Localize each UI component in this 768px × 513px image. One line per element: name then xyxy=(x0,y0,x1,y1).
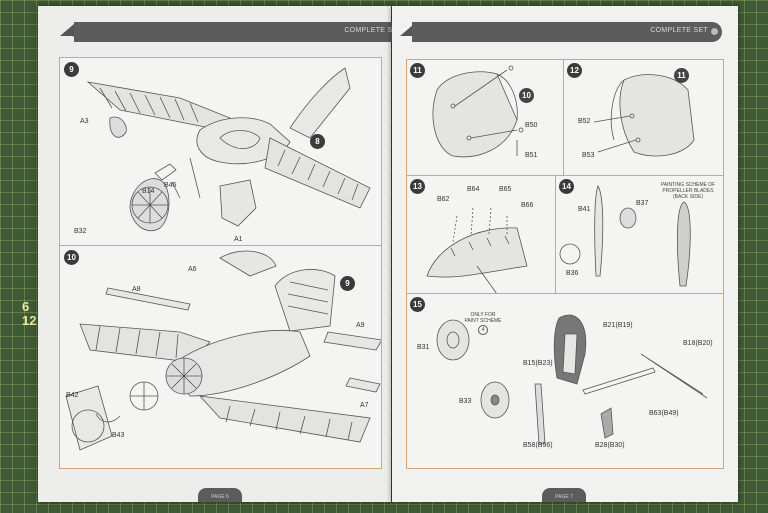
part-label-b41: B41 xyxy=(578,206,591,213)
part-label-b53: B53 xyxy=(582,152,595,159)
step-11-drawing xyxy=(432,65,524,158)
mat-ruler-marks: 6 12 xyxy=(22,300,36,328)
sub-step-10: 10 xyxy=(519,88,534,103)
paint-scheme-number-badge: 4 xyxy=(478,325,488,335)
step-13-drawing xyxy=(426,207,528,294)
step-number-11: 11 xyxy=(410,63,425,78)
step-number-9: 9 xyxy=(64,62,79,77)
part-label-b62: B62 xyxy=(437,196,450,203)
instruction-page-left: COMPLETE SET 9 8 A3 xyxy=(38,6,416,502)
part-label-b37: B37 xyxy=(636,200,649,207)
step-number-12: 12 xyxy=(567,63,582,78)
part-label-a3: A3 xyxy=(80,118,89,125)
header-title: COMPLETE SET xyxy=(344,27,402,34)
part-label-b52: B52 xyxy=(578,118,591,125)
step-number-14: 14 xyxy=(559,179,574,194)
part-label-b36: B36 xyxy=(566,270,579,277)
page-number-left: PAGE 6 xyxy=(211,494,229,500)
part-label-b51: B51 xyxy=(525,152,538,159)
part-label-b33: B33 xyxy=(459,398,472,405)
instruction-page-right: COMPLETE SET 11 10 B50 B51 xyxy=(392,6,738,502)
part-label-b46: B46 xyxy=(164,182,177,189)
painting-scheme-note: PAINTING SCHEME OF PROPELLER BLADES (BAC… xyxy=(660,182,716,200)
sub-step-9: 9 xyxy=(340,276,355,291)
step-13-frame: 13 B62 B64 B65 B66 xyxy=(406,175,557,295)
step-14-drawing xyxy=(559,185,691,287)
sub-step-11: 11 xyxy=(674,68,689,83)
part-label-b32: B32 xyxy=(74,228,87,235)
header-dot-icon xyxy=(711,28,718,35)
part-label-b66: B66 xyxy=(521,202,534,209)
part-label-b65: B65 xyxy=(499,186,512,193)
step-number-13: 13 xyxy=(410,179,425,194)
part-label-b14: B14 xyxy=(142,188,155,195)
part-label-a8: A8 xyxy=(132,286,141,293)
page-header-left: COMPLETE SET xyxy=(74,22,416,42)
part-label-b64: B64 xyxy=(467,186,480,193)
paint-scheme-note-text: ONLY FOR PAINT SCHEME xyxy=(464,312,502,324)
part-label-a6: A6 xyxy=(188,266,197,273)
page-number-right: PAGE 7 xyxy=(555,494,573,500)
part-label-b21-b19: B21(B19) xyxy=(603,322,633,329)
part-label-b31: B31 xyxy=(417,344,430,351)
part-label-a7: A7 xyxy=(360,402,369,409)
page-header-right: COMPLETE SET xyxy=(412,22,722,42)
sub-step-8: 8 xyxy=(310,134,325,149)
step-12-drawing xyxy=(593,74,695,157)
step-number-15: 15 xyxy=(410,297,425,312)
step-14-frame: 14 B41 B37 B36 PAINTING SCHEME OF PROPEL… xyxy=(555,175,724,295)
mat-mark-6: 6 xyxy=(22,299,30,314)
paint-scheme-note: ONLY FOR PAINT SCHEME 4 xyxy=(463,312,503,335)
part-label-b63-b49: B63(B49) xyxy=(649,410,679,417)
step-15-frame: 15 ONLY FOR PAINT SCHEME 4 B31 B21(B19) … xyxy=(406,293,724,469)
footer-tab-right xyxy=(542,488,586,502)
step-12-frame: 12 11 B52 B53 xyxy=(563,59,724,177)
footer-tab-left xyxy=(198,488,242,502)
step-number-10: 10 xyxy=(64,250,79,265)
part-label-b58-b56: B58(B56) xyxy=(523,442,553,449)
step-10-drawing xyxy=(65,250,381,451)
part-label-b42: B42 xyxy=(66,392,79,399)
part-label-b43: B43 xyxy=(112,432,125,439)
step-15-drawing xyxy=(436,314,708,445)
part-label-b18-b20: B18(B20) xyxy=(683,340,713,347)
part-label-a9: A9 xyxy=(356,322,365,329)
part-label-a1: A1 xyxy=(234,236,243,243)
step-11-frame: 11 10 B50 B51 xyxy=(406,59,565,177)
part-label-b50: B50 xyxy=(525,122,538,129)
step-10-frame: 10 9 A6 A8 A9 B42 B43 A7 xyxy=(59,245,382,469)
step-9-frame: 9 8 A3 B14 B46 B32 A1 xyxy=(59,57,382,247)
header-title: COMPLETE SET xyxy=(650,27,708,34)
step-9-drawing xyxy=(86,67,371,232)
part-label-b28-b30: B28(B30) xyxy=(595,442,625,449)
mat-mark-12: 12 xyxy=(22,313,37,328)
part-label-b15-b23: B15(B23) xyxy=(523,360,553,367)
